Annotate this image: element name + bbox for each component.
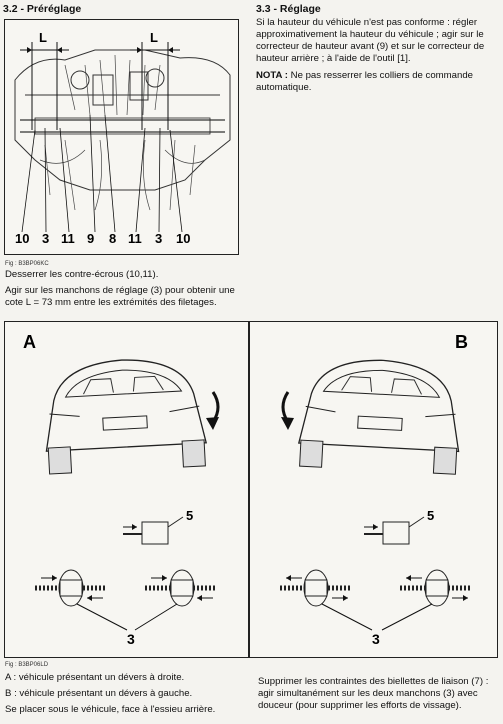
- reglage-line-2: approximativement la hauteur du véhicule…: [256, 29, 484, 40]
- panel-b-drawing: B 5 3: [280, 332, 472, 647]
- panel-a-label: A: [23, 332, 36, 352]
- callout-3-b: 3: [372, 631, 380, 647]
- callout-8: 8: [109, 231, 116, 246]
- panel-a-drawing: A 5: [23, 332, 220, 647]
- text-desserrer: Desserrer les contre-écrous (10,11).: [5, 269, 159, 280]
- callout-3-left: 3: [42, 231, 49, 246]
- note-label: NOTA :: [256, 70, 288, 81]
- callout-3-right: 3: [155, 231, 162, 246]
- note-line-2: automatique.: [256, 82, 312, 93]
- right-line-1: Supprimer les contraintes des biellettes…: [258, 676, 489, 687]
- panel-a: A 5: [4, 321, 249, 658]
- reglage-line-1: Si la hauteur du véhicule n'est pas conf…: [256, 17, 478, 28]
- reglage-line-4: hauteur arrière ; à l'aide de l'outil [1…: [256, 53, 411, 64]
- legend-b: B : véhicule présentant un dévers à gauc…: [5, 688, 193, 699]
- figure-code-1: Fig : B3BP06KC: [5, 261, 49, 267]
- note-text: Ne pas resserrer les colliers de command…: [287, 70, 474, 81]
- callout-5-a: 5: [186, 508, 193, 523]
- dimension-l-left: L: [39, 30, 47, 45]
- callout-11-right: 11: [128, 231, 142, 246]
- sleeve-left-b: [280, 569, 350, 607]
- instruction-text: Se placer sous le véhicule, face à l'ess…: [5, 704, 216, 715]
- callout-3-a: 3: [127, 631, 135, 647]
- legend-a: A : véhicule présentant un dévers à droi…: [5, 672, 185, 683]
- text-agir-1: Agir sur les manchons de réglage (3) pou…: [5, 285, 235, 296]
- callout-11-left: 11: [61, 231, 75, 246]
- callout-9: 9: [87, 231, 94, 246]
- callout-10-left: 10: [15, 231, 29, 246]
- sleeve-right-a: [145, 569, 217, 607]
- note-line-1: NOTA : Ne pas resserrer les colliers de …: [256, 70, 473, 82]
- callout-10-right: 10: [176, 231, 190, 246]
- section-title-prereglage: 3.2 - Préréglage: [3, 3, 82, 15]
- right-line-2: agir simultanément sur les deux manchons…: [258, 688, 478, 699]
- reglage-line-3: correcteur de hauteur avant (9) et sur l…: [256, 41, 485, 52]
- car-rear-view-a: [45, 359, 208, 475]
- figure-code-2: Fig : B3BP06LD: [5, 662, 49, 668]
- car-rear-view-b: [297, 359, 460, 475]
- axle-mechanism-drawing: L L 10 3 11 9 8 11 3 10: [14, 30, 231, 246]
- sleeve-left-a: [35, 569, 105, 607]
- section-title-reglage: 3.3 - Réglage: [256, 3, 321, 15]
- panel-b-label: B: [455, 332, 468, 352]
- callout-5-b: 5: [427, 508, 434, 523]
- right-line-3: douceur (pour supprimer les efforts de v…: [258, 700, 462, 711]
- figure-prereglage: L L 10 3 11 9 8 11 3 10: [4, 19, 239, 255]
- dimension-l-right: L: [150, 30, 158, 45]
- panel-b: B 5 3: [249, 321, 498, 658]
- sleeve-right-b: [400, 569, 472, 607]
- text-agir-2: cote L = 73 mm entre les extrémités des …: [5, 297, 217, 308]
